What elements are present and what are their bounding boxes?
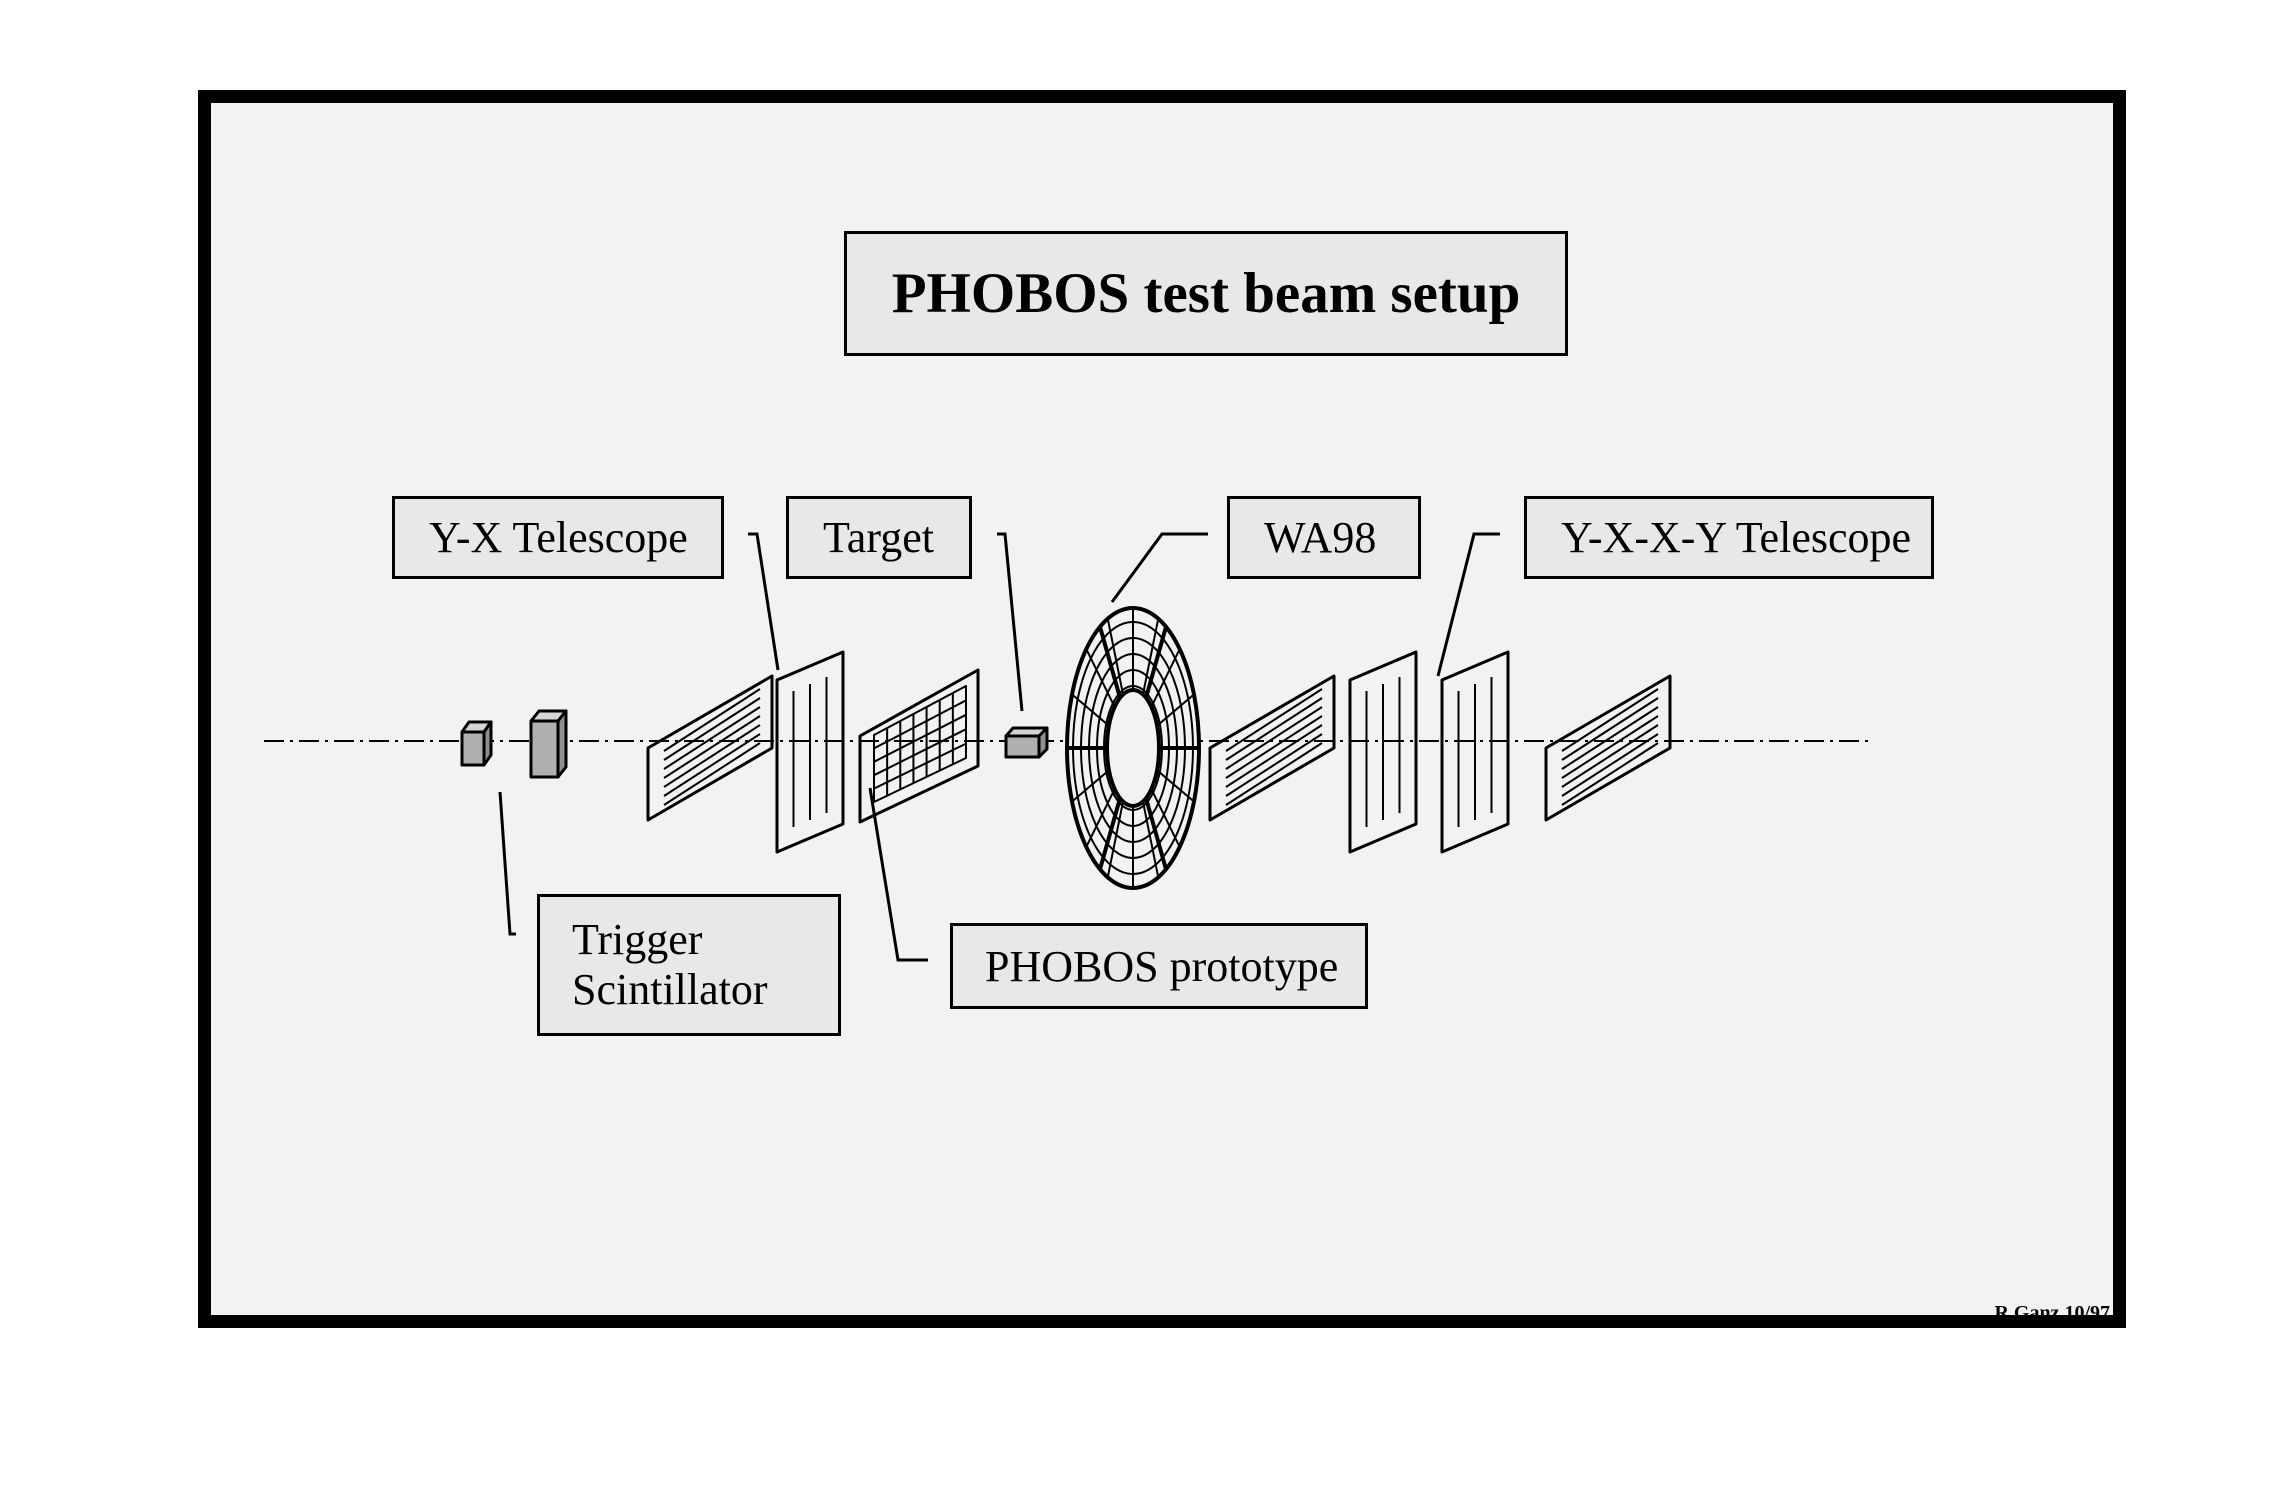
label-yxxy-telescope: Y-X-X-Y Telescope: [1524, 496, 1934, 579]
leader-target: [997, 532, 1024, 712]
label-phobos-prototype-text: PHOBOS prototype: [985, 941, 1339, 991]
label-yx-telescope: Y-X Telescope: [392, 496, 724, 579]
label-target: Target: [786, 496, 972, 579]
label-wa98: WA98: [1227, 496, 1421, 579]
target-block: [1004, 726, 1049, 759]
label-wa98-text: WA98: [1264, 513, 1377, 562]
title-text: PHOBOS test beam setup: [891, 262, 1521, 325]
leader-prototype: [868, 787, 928, 962]
y-plane-1: [646, 674, 774, 822]
y-plane-2: [1208, 674, 1336, 822]
diagram-title: PHOBOS test beam setup: [844, 231, 1568, 356]
label-trigger-line1: Trigger: [572, 915, 703, 964]
label-phobos-prototype: PHOBOS prototype: [950, 923, 1368, 1009]
author-credit: R.Ganz 10/97: [1994, 1302, 2110, 1324]
x-plane-2: [1348, 650, 1418, 854]
leader-yx-telescope: [748, 532, 780, 671]
y-plane-3: [1544, 674, 1672, 822]
label-yxxy-telescope-text: Y-X-X-Y Telescope: [1561, 513, 1912, 562]
wa98-ring-detector: [1065, 606, 1201, 890]
label-yx-telescope-text: Y-X Telescope: [429, 513, 688, 562]
label-trigger-scintillator: Trigger Scintillator: [537, 894, 841, 1036]
trigger-scintillator-small: [460, 720, 493, 767]
trigger-scintillator-large: [529, 709, 568, 779]
label-target-text: Target: [823, 513, 934, 562]
x-plane-3: [1440, 650, 1510, 854]
label-trigger-line2: Scintillator: [572, 965, 768, 1014]
leader-trigger: [498, 791, 516, 936]
x-plane-1: [775, 650, 845, 854]
leader-wa98: [1110, 532, 1208, 603]
phobos-prototype-detector: [858, 668, 980, 824]
leader-yxxy-telescope: [1436, 532, 1500, 677]
